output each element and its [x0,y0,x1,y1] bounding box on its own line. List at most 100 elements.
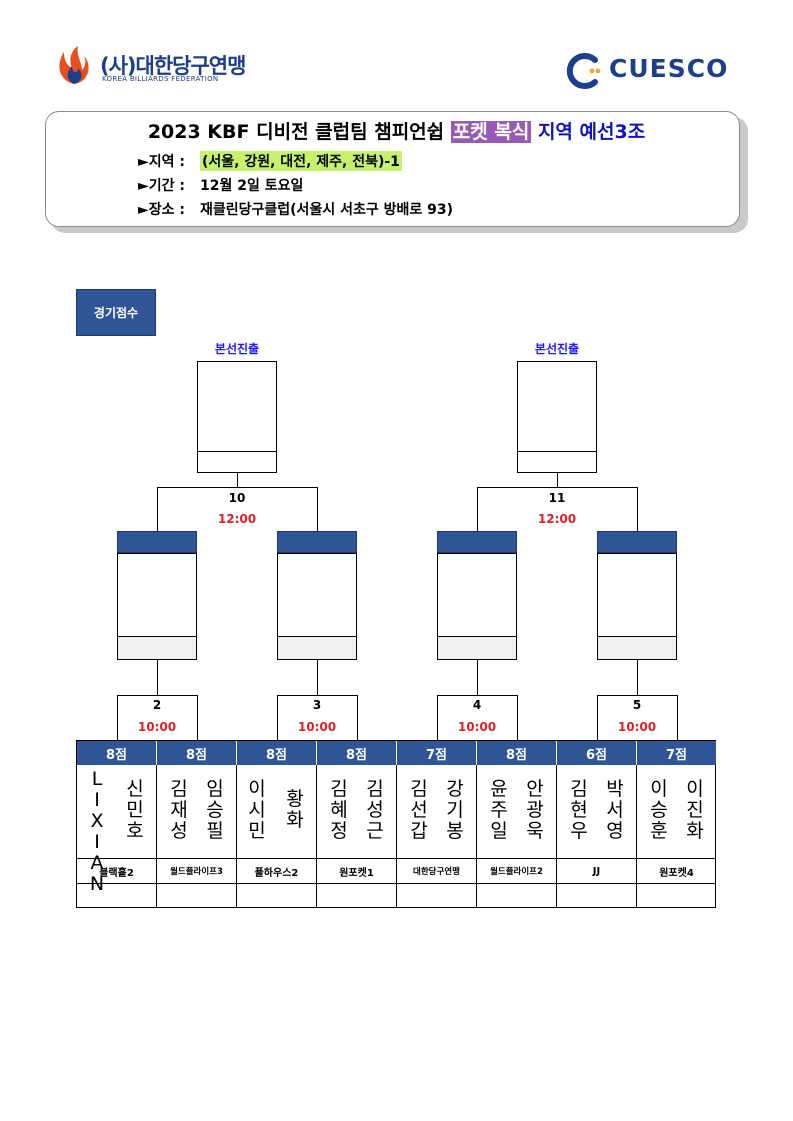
region-label: ►지역 : [138,154,185,170]
team-name: 원포켓4 [637,858,716,883]
info-period: ►기간 : 12월 2일 토요일 [138,175,303,195]
kbf-logo-text: (사)대한당구연맹 [100,54,246,78]
player-name-char: I [94,789,100,811]
player-name-char: 성 [366,799,384,821]
team-score: 8점 [77,741,157,765]
title-highlight: 포켓 복식 [450,121,532,143]
player-name-char: 일 [490,820,508,842]
player-name-char: 화 [286,809,304,831]
player-name-char: L [91,768,103,790]
team-result-cell [317,883,397,908]
player-name-char: 김 [410,778,428,800]
team-name: JJ [557,858,637,883]
advance-label-right: 본선진출 [534,342,580,356]
team-result-cell [237,883,317,908]
player-name-char: 주 [490,799,508,821]
player-name-char: 봉 [446,820,464,842]
player-name-char: 이 [686,778,704,800]
player-name-char: 영 [606,820,624,842]
page-title: 2023 KBF 디비전 클럽팀 챔피언쉽 포켓 복식 지역 예선3조 [0,117,793,144]
team-score: 6점 [557,741,637,765]
title-prefix: 2023 KBF 디비전 클럽팀 챔피언쉽 [147,121,445,143]
player-name-char: 진 [686,799,704,821]
team-result-cell [637,883,716,908]
player-name-char: 김 [330,778,348,800]
semi-box-4 [597,531,677,660]
player-name-char: 임 [206,778,224,800]
player-name-char: 신 [126,778,144,800]
player-name-char: 재 [170,799,188,821]
venue-label: ►장소 : [138,202,185,218]
player-name-char: 광 [526,799,544,821]
team-name: 블랙홀2 [77,858,157,883]
kbf-logo: (사)대한당구연맹 KOREA BILLIARDS FEDERATION [52,44,252,88]
team-result-cell [477,883,557,908]
player-name-char: 안 [526,778,544,800]
advance-label-left: 본선진출 [214,342,260,356]
team-result-cell [557,883,637,908]
region-value: (서울, 강원, 대전, 제주, 전북)-1 [200,151,402,171]
semi-match-number-1: 10 [228,491,246,505]
period-value: 12월 2일 토요일 [200,178,304,194]
player-name-char: 이 [248,778,266,800]
player-name-char: 선 [410,799,428,821]
player-name-char: 정 [330,820,348,842]
info-venue: ►장소 : 재클린당구클럽(서울시 서초구 방배로 93) [138,199,453,219]
kbf-logo-subtext: KOREA BILLIARDS FEDERATION [102,75,219,83]
semi-box-1 [117,531,197,660]
player-name-char: A [90,852,104,874]
player-name-char: 우 [570,820,588,842]
quarter-match-number-4: 5 [632,698,642,712]
info-region: ►지역 : (서울, 강원, 대전, 제주, 전북)-1 [138,151,402,171]
player-name-char: 김 [170,778,188,800]
semi-match-time-2: 12:00 [537,512,577,526]
semi-box-3 [437,531,517,660]
team-result-cell [157,883,237,908]
player-name-char: X [90,810,104,832]
team-result-cell [397,883,477,908]
team-name: 대한당구연맹 [397,858,477,883]
period-label: ►기간 : [138,178,185,194]
quarter-match-number-1: 2 [152,698,162,712]
player-name-char: 박 [606,778,624,800]
venue-value: 재클린당구클럽(서울시 서초구 방배로 93) [200,202,453,218]
quarter-match-number-3: 4 [472,698,482,712]
player-name-char: I [94,831,100,853]
team-name: 원포켓1 [317,858,397,883]
player-name-char: 승 [206,799,224,821]
player-name-char: 갑 [410,820,428,842]
player-name-char: 호 [126,820,144,842]
team-name: 월드플라이프3 [157,858,237,883]
cuesco-logo-text: CUESCO [609,54,729,83]
player-name-char: 민 [126,799,144,821]
player-name-char: 김 [570,778,588,800]
player-name-char: 혜 [330,799,348,821]
score-label: 경기점수 [76,289,156,336]
player-name-char: 이 [650,778,668,800]
kbf-flame-icon [59,46,89,84]
quarter-match-number-2: 3 [312,698,322,712]
player-name-char: 근 [366,820,384,842]
advance-box-right [517,361,597,473]
team-score: 8점 [477,741,557,765]
player-name-char: 강 [446,778,464,800]
